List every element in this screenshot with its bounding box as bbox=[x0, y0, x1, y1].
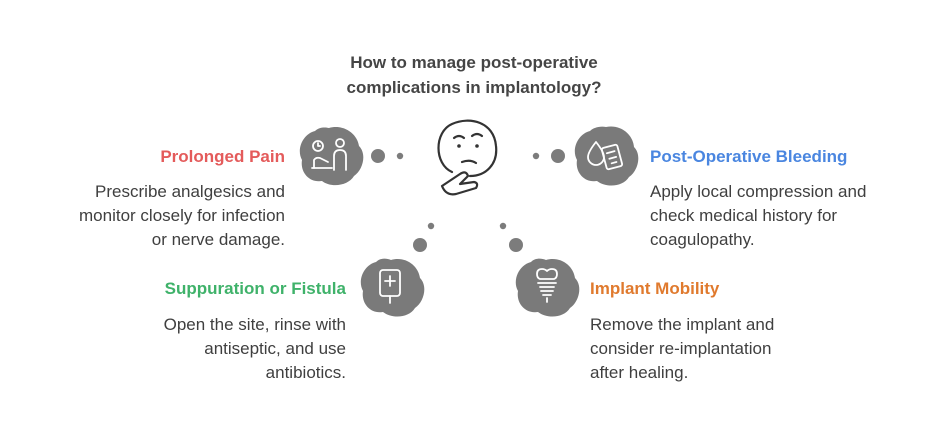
suppuration-heading: Suppuration or Fistula bbox=[164, 279, 346, 298]
pain-line-1: Prescribe analgesics and bbox=[95, 182, 285, 201]
bleeding-heading: Post-Operative Bleeding bbox=[650, 147, 848, 166]
dot-suppuration-large bbox=[413, 238, 427, 252]
title-line-1: How to manage post-operative bbox=[350, 53, 598, 72]
suppuration-line-2: antiseptic, and use bbox=[204, 339, 346, 358]
diagram-title: How to manage post-operative complicatio… bbox=[274, 50, 674, 100]
suppuration-line-3: antibiotics. bbox=[265, 363, 346, 382]
mobility-description: Remove the implant and consider re-impla… bbox=[590, 313, 774, 385]
bleeding-description: Apply local compression and check medica… bbox=[650, 180, 866, 252]
pain-icon-blob bbox=[299, 127, 364, 186]
mobility-line-1: Remove the implant and bbox=[590, 315, 775, 334]
mobility-heading: Implant Mobility bbox=[590, 279, 720, 298]
suppuration-line-1: Open the site, rinse with bbox=[163, 315, 346, 334]
dot-pain-small bbox=[396, 152, 404, 160]
connector-dots bbox=[371, 149, 565, 252]
title-line-2: complications in implantology? bbox=[346, 78, 602, 97]
mobility-line-2: consider re-implantation bbox=[590, 339, 772, 358]
bleeding-line-1: Apply local compression and bbox=[650, 182, 867, 201]
dot-pain-large bbox=[371, 149, 385, 163]
dot-bleeding-large bbox=[551, 149, 565, 163]
suppuration-description: Open the site, rinse with antiseptic, an… bbox=[164, 313, 346, 385]
dot-bleeding-small bbox=[532, 152, 540, 160]
dental-implant-icon bbox=[536, 268, 558, 303]
dot-mobility-large bbox=[509, 238, 523, 252]
thinking-face-icon bbox=[437, 119, 498, 196]
bleeding-icon-blob bbox=[574, 126, 639, 186]
blood-drop-clipboard-icon bbox=[587, 141, 624, 171]
medicine-bottle-icon bbox=[379, 269, 401, 304]
mobility-line-3: after healing. bbox=[590, 363, 689, 382]
bleeding-line-2: check medical history for bbox=[650, 206, 838, 225]
mobility-icon-blob bbox=[515, 258, 580, 317]
suppuration-icon-blob bbox=[360, 258, 425, 317]
pain-heading: Prolonged Pain bbox=[160, 147, 285, 166]
dot-mobility-small bbox=[499, 222, 507, 230]
pain-line-2: monitor closely for infection bbox=[79, 206, 285, 225]
dot-suppuration-small bbox=[427, 222, 435, 230]
pain-line-3: or nerve damage. bbox=[151, 230, 285, 249]
pain-description: Prescribe analgesics and monitor closely… bbox=[79, 180, 285, 252]
bleeding-line-3: coagulopathy. bbox=[650, 230, 755, 249]
patient-examination-icon bbox=[311, 138, 347, 171]
